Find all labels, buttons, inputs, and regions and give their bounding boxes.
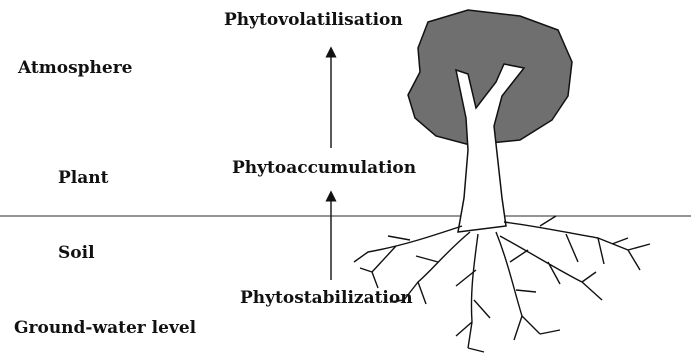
root-system [354, 216, 650, 352]
process-label-phytovolatilisation: Phytovolatilisation [224, 12, 403, 29]
root-center [456, 234, 490, 352]
zone-label-groundwater: Ground-water level [14, 320, 196, 337]
root-center-right [496, 232, 560, 340]
root-left-upper [354, 226, 462, 288]
process-label-phytoaccumulation: Phytoaccumulation [232, 160, 416, 177]
zone-label-plant: Plant [58, 170, 108, 187]
root-right [504, 216, 650, 270]
process-label-phytostabilization: Phytostabilization [240, 290, 413, 307]
zone-label-soil: Soil [58, 245, 95, 262]
zone-label-atmosphere: Atmosphere [18, 60, 132, 77]
